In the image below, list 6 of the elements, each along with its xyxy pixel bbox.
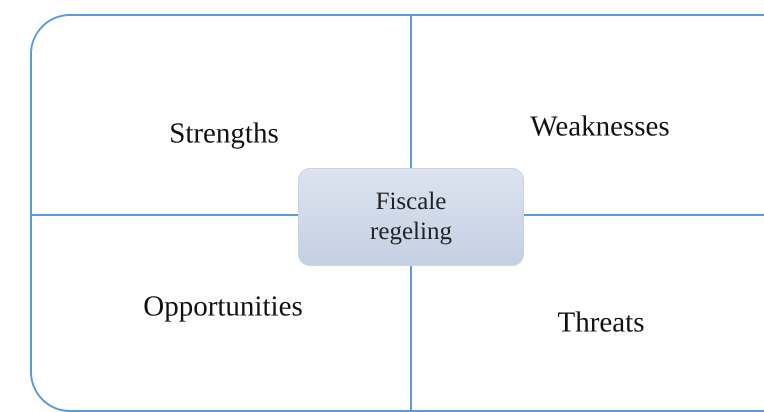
quadrant-label: Weaknesses <box>530 110 670 144</box>
quadrant-label: Threats <box>558 306 644 340</box>
quadrant-label: Opportunities <box>143 290 303 324</box>
center-label: Fiscale regeling <box>369 187 453 247</box>
quadrant-label: Strengths <box>169 118 279 150</box>
center-box <box>298 168 524 266</box>
